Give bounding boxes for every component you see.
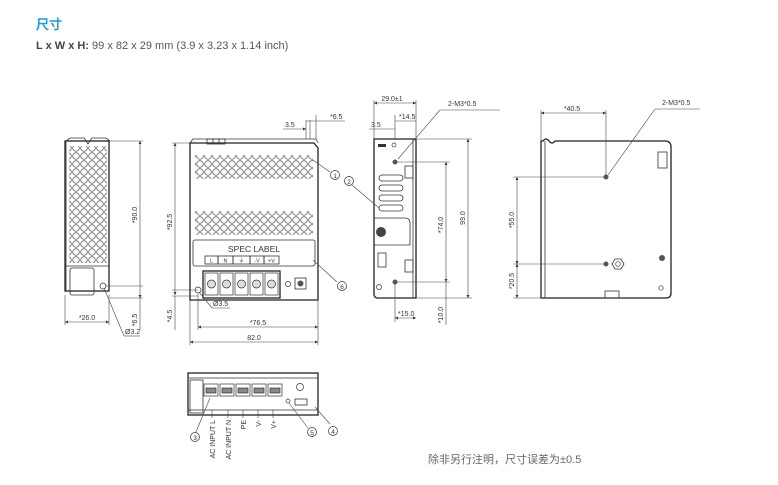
callout-2 — [344, 176, 354, 186]
rear-screw-label: 2-M3*0.5 — [448, 101, 477, 108]
front-vent-holes-top — [195, 155, 313, 179]
front-hole-dim: Ø3.5 — [213, 301, 228, 308]
right-view-body — [540, 138, 672, 299]
front-vent-holes-bottom — [195, 211, 313, 235]
callout-3 — [190, 432, 200, 442]
side-width-dim: *26.0 — [79, 315, 95, 322]
front-top-dim-a: 3.5 — [285, 122, 295, 129]
front-top-dim-b: *6.5 — [330, 114, 343, 121]
led-indicator — [285, 281, 291, 287]
right-view: *40.5 2-M3*0.5 *55.0 *20.5 — [509, 100, 700, 299]
callout-1-text: 1 — [333, 173, 337, 180]
side-view: *90.0 *6.5 *26.0 Ø3.2 — [64, 137, 143, 337]
terminal-block — [202, 270, 281, 299]
bottom-label-v-pos: V+ — [271, 420, 278, 429]
right-width-dim: *40.5 — [564, 106, 580, 113]
right-screw-hole-bottom — [603, 261, 609, 267]
callout-4-text: 4 — [331, 429, 335, 436]
rear-length-dim: 99.0 — [460, 211, 467, 225]
rear-view-body — [373, 138, 417, 299]
rear-hole-spacing-dim: *74.0 — [438, 217, 445, 233]
front-height-dim: *92.5 — [167, 214, 174, 230]
rear-dim-b: 3.5 — [371, 122, 381, 129]
spec-label-text: SPEC LABEL — [228, 244, 280, 254]
bottom-label-v-neg: V- — [256, 419, 263, 426]
terminal-label-ground: ⏚ — [238, 258, 244, 265]
right-screw-hole-top — [603, 174, 609, 180]
tolerance-note: 除非另行注明，尺寸误差为±0.5 — [428, 454, 582, 466]
front-bottom-offset-dim: *4.5 — [167, 310, 174, 323]
right-screw-label: 2-M3*0.5 — [662, 100, 691, 107]
bottom-label-pe: PE — [241, 420, 248, 430]
terminal-label-pos-v: +V — [268, 259, 275, 265]
rear-view: 2 29.0±1 *14.5 3.5 2-M3*0.5 *74.0 99.0 *… — [344, 96, 500, 325]
callout-2-text: 2 — [347, 179, 351, 186]
bottom-view-body — [187, 372, 319, 416]
callout-3-text: 3 — [193, 435, 197, 442]
spec-label: L x W x H: — [36, 40, 89, 52]
bottom-label-ac-input-l: AC INPUT L — [210, 420, 217, 458]
side-view-body — [64, 140, 110, 292]
right-hole-spacing-dim: *55.0 — [509, 212, 516, 228]
terminal-labels: L N ⏚ -V +V — [204, 255, 280, 265]
rear-screw-hole-top — [392, 159, 398, 165]
right-bottom-dim: *20.5 — [509, 273, 516, 289]
voltage-adjust — [294, 277, 307, 290]
callout-5 — [307, 427, 317, 437]
terminal-label-neg-v: -V — [254, 259, 260, 265]
callout-4 — [328, 426, 338, 436]
front-view-body — [189, 142, 319, 301]
side-offset-dim: *6.5 — [132, 314, 139, 327]
front-view: SPEC LABEL L N ⏚ -V +V 1 — [167, 114, 347, 345]
side-hole-dim: Ø3.2 — [125, 329, 140, 336]
rear-connector — [376, 227, 386, 237]
terminal-label-n: N — [224, 259, 228, 265]
terminal-label-l: L — [210, 259, 213, 265]
spec-label-area — [192, 239, 316, 267]
rear-depth-dim: 29.0±1 — [381, 96, 402, 103]
bottom-view: 3 5 4 AC INPUT L AC INPUT N PE V- V+ — [187, 372, 338, 460]
dimensions-spec: L x W x H: 99 x 82 x 29 mm (3.9 x 3.23 x… — [36, 40, 288, 52]
rear-screw-hole-bottom — [392, 279, 398, 285]
rear-dim-a: *14.5 — [399, 114, 415, 121]
callout-5-text: 5 — [310, 430, 314, 437]
front-width-dim: 82.0 — [247, 335, 261, 342]
callout-6-text: 6 — [340, 284, 344, 291]
front-inner-width-dim: *76.5 — [250, 320, 266, 327]
spec-value: 99 x 82 x 29 mm (3.9 x 3.23 x 1.14 inch) — [88, 40, 289, 52]
callout-1 — [330, 170, 340, 180]
side-height-dim: *90.0 — [132, 207, 139, 223]
rear-bottom-dim-b: *10.0 — [438, 307, 445, 323]
bottom-label-ac-input-n: AC INPUT N — [226, 420, 233, 460]
side-vent-holes — [69, 146, 107, 263]
section-title: 尺寸 — [36, 17, 63, 32]
rear-bottom-dim-a: *15.0 — [398, 311, 414, 318]
callout-6 — [337, 281, 347, 291]
